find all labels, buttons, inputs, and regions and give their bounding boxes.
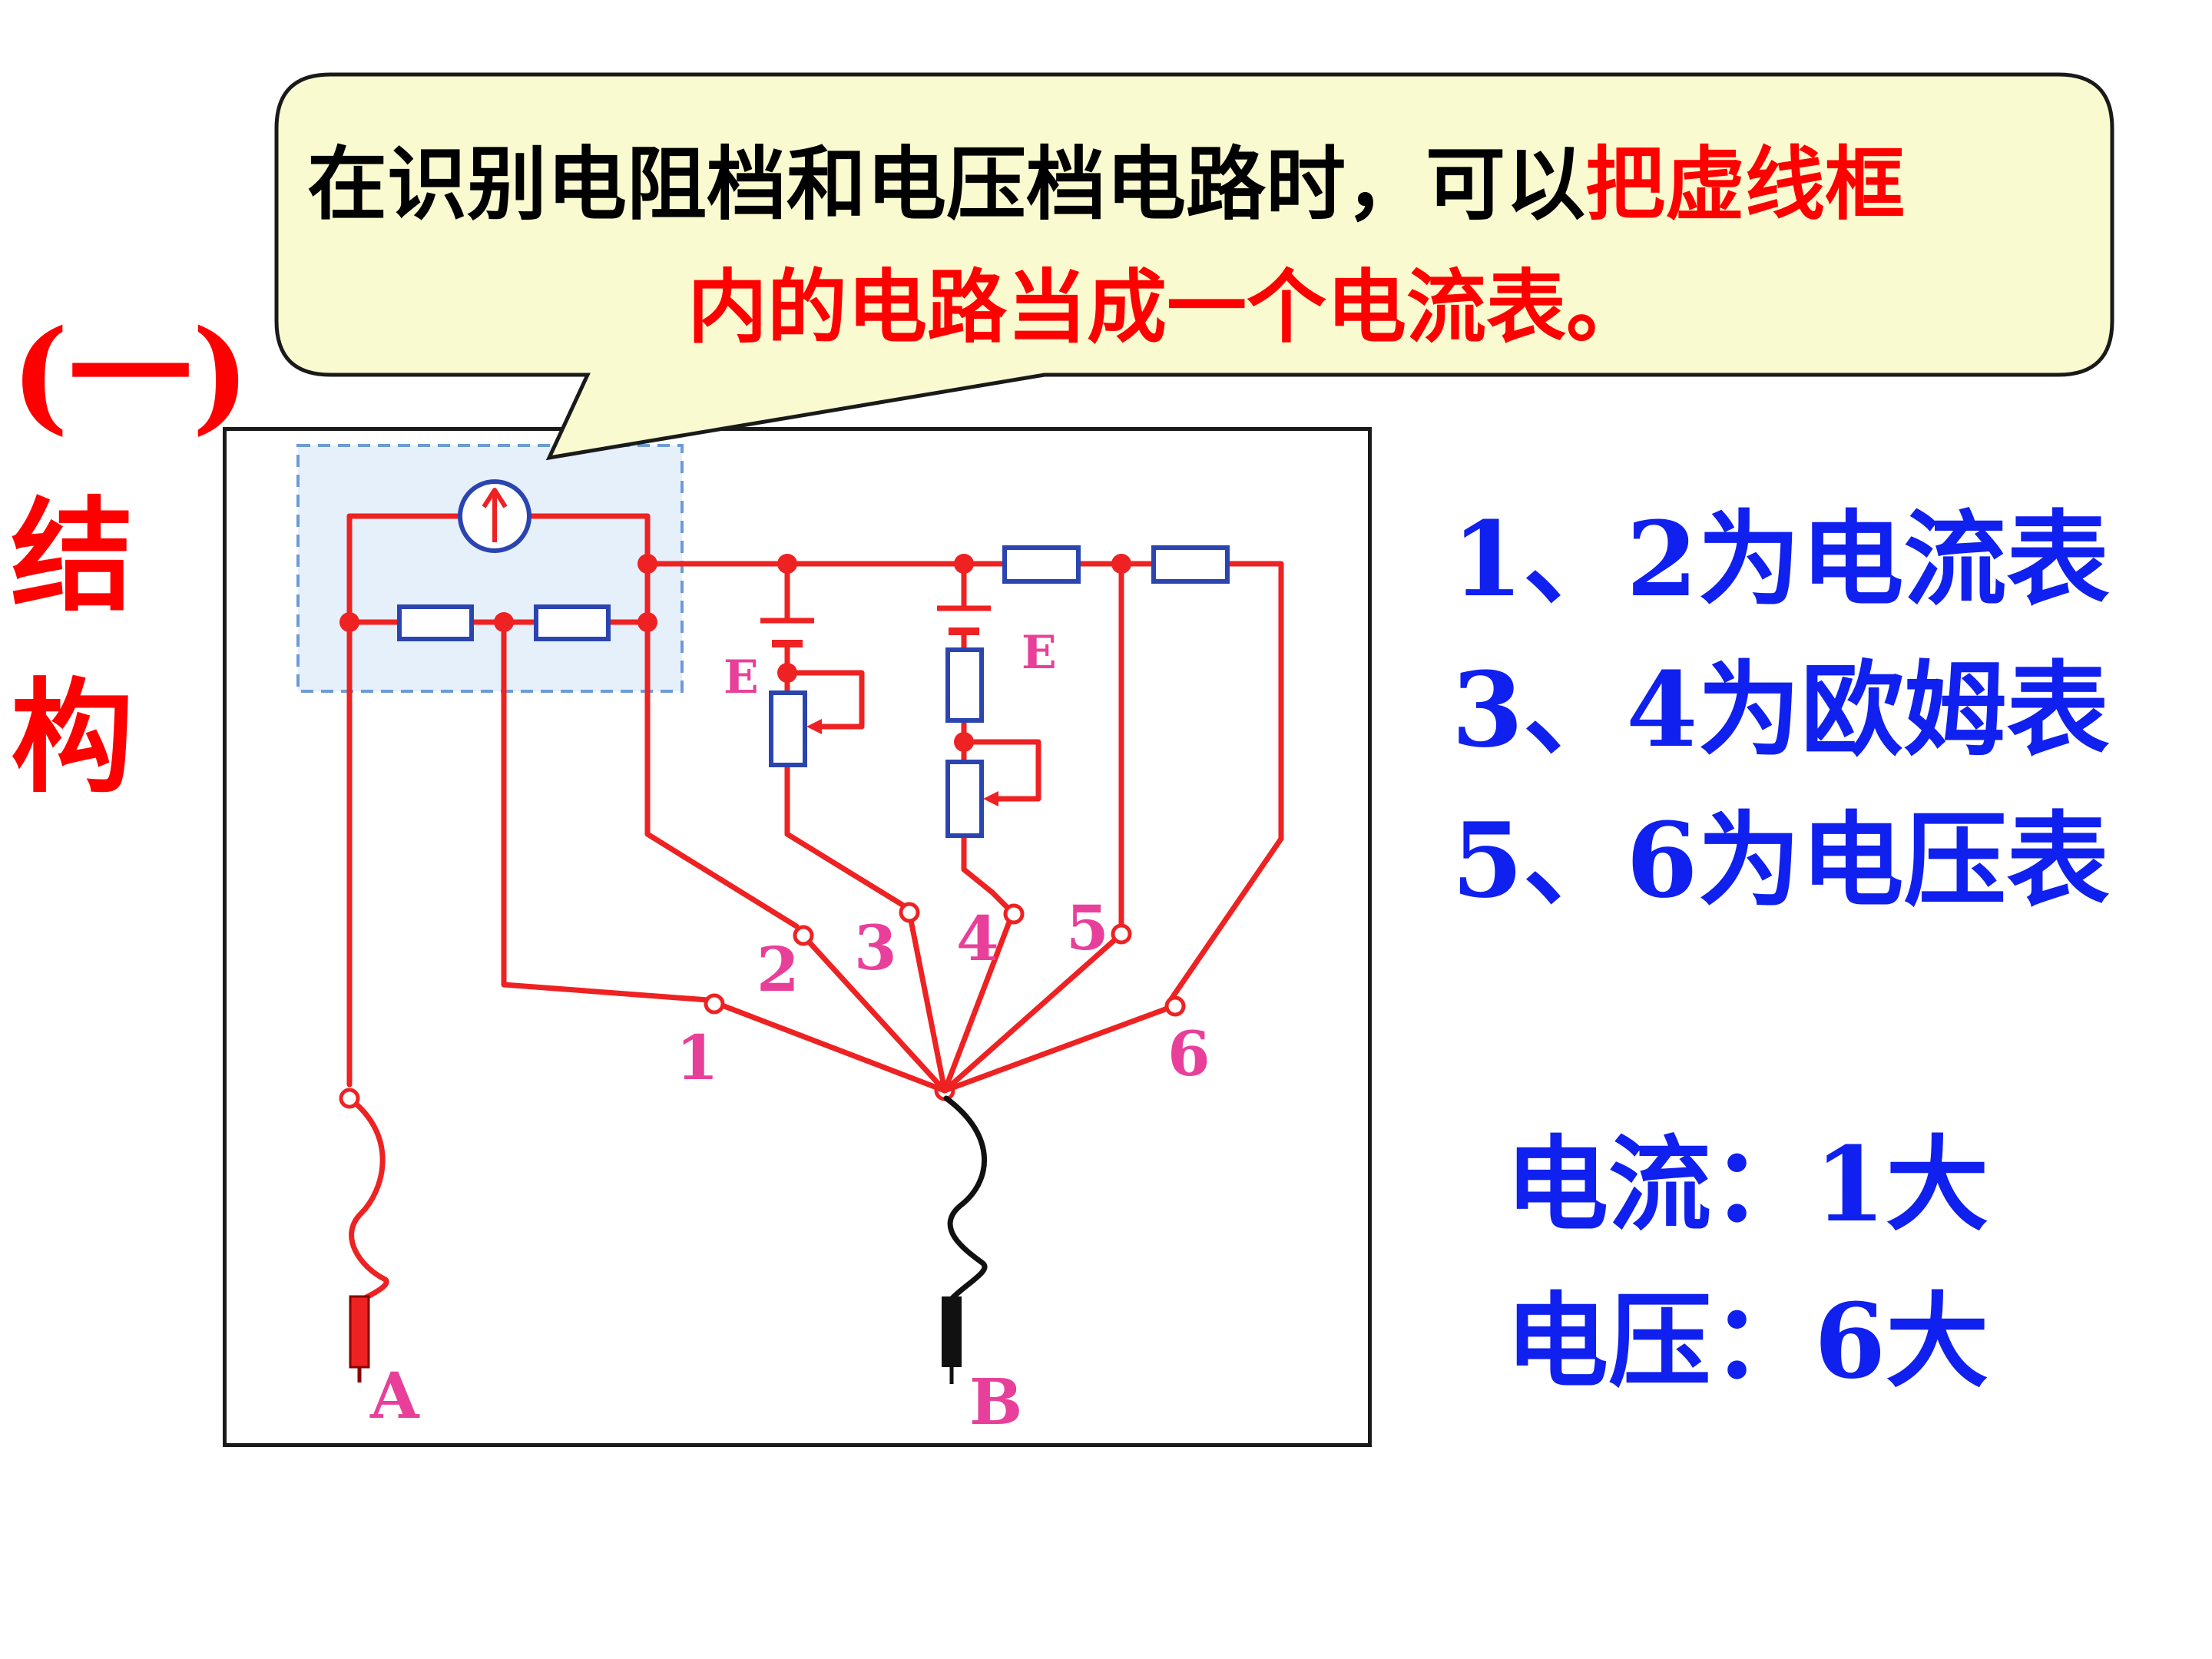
terminal-4 (1003, 903, 1025, 925)
summary-voltage: 电压：6大 (1505, 1280, 1989, 1402)
probe-a-socket (339, 1088, 360, 1109)
junction-dot (494, 612, 514, 632)
terminal-label-6: 6 (1167, 1018, 1210, 1090)
junction-dot (954, 554, 974, 574)
wire (784, 831, 908, 909)
terminal-label-3: 3 (854, 912, 897, 984)
wire (784, 670, 865, 730)
rheostat-1-arrow (806, 719, 822, 734)
probe-b-body (942, 1296, 962, 1367)
wire (644, 619, 800, 929)
wire (797, 929, 948, 1094)
junction-dot (637, 554, 657, 574)
junction-dot (637, 612, 657, 632)
wire (906, 909, 948, 1094)
shunt-resistor-1 (397, 604, 474, 641)
summary-current: 电流：1大 (1505, 1124, 1989, 1245)
terminal-1 (704, 993, 725, 1015)
probe-b-lead (943, 1095, 988, 1301)
junction-dot (1111, 554, 1131, 574)
legend-line-ammeter: 1、2为电流表 (1452, 498, 2110, 620)
terminal-label-4: 4 (956, 902, 999, 975)
terminal-6 (1164, 995, 1186, 1017)
series-resistor-6 (1151, 545, 1230, 584)
probe-a-lead (346, 1095, 389, 1301)
callout-bubble (274, 72, 2114, 461)
wire (942, 1003, 1177, 1094)
junction-dot (777, 554, 797, 574)
callout-text-black: 在识别电阻档和电压档电路时，可以 (307, 137, 1586, 231)
terminal-2 (793, 925, 814, 946)
diagram-frame (223, 427, 1372, 1447)
callout-text-red-1: 把虚线框 (1585, 137, 1906, 231)
shunt-resistor-2 (534, 604, 611, 641)
battery-2-label: E (1022, 626, 1057, 680)
terminal-label-5: 5 (1066, 892, 1109, 964)
rheostat-1 (769, 690, 807, 767)
wire (705, 997, 948, 1094)
rheostat-2 (945, 760, 984, 838)
wire (942, 931, 1124, 1094)
wire (942, 911, 1015, 1094)
legend-line-ohmmeter: 3、4为欧姆表 (1452, 649, 2110, 770)
battery-1-label: E (724, 651, 759, 704)
probe-a-body (349, 1295, 370, 1369)
terminal-label-2: 2 (757, 933, 800, 1005)
terminal-3 (899, 902, 920, 923)
galvanometer-arrow (482, 488, 508, 508)
junction-dot (777, 663, 797, 683)
callout-text-red-2: 内的电路当成一个电流表。 (687, 260, 1647, 354)
wire (961, 866, 1012, 912)
terminal-legend: 1、2为电流表 3、4为欧姆表 5、6为电压表 (1452, 484, 2109, 935)
terminal-label-1: 1 (676, 1022, 719, 1094)
rheostat-2-arrow (983, 791, 998, 806)
junction-dot (339, 612, 359, 632)
callout-text: 在识别电阻档和电压档电路时，可以把虚线框 内的电路当成一个电流表。 (307, 123, 2097, 369)
series-resistor-5 (1002, 545, 1081, 584)
wire (501, 619, 711, 1003)
probe-a-label: A (369, 1359, 420, 1433)
wire (1167, 836, 1284, 1003)
terminal-5 (1111, 923, 1132, 945)
probe-b-label: B (969, 1366, 1022, 1439)
junction-dot (954, 732, 974, 752)
range-summary: 电流：1大 电压：6大 (1505, 1106, 1988, 1419)
wire (961, 739, 1041, 802)
ohm-resistor (945, 647, 984, 723)
legend-line-voltmeter: 5、6为电压表 (1452, 800, 2110, 921)
